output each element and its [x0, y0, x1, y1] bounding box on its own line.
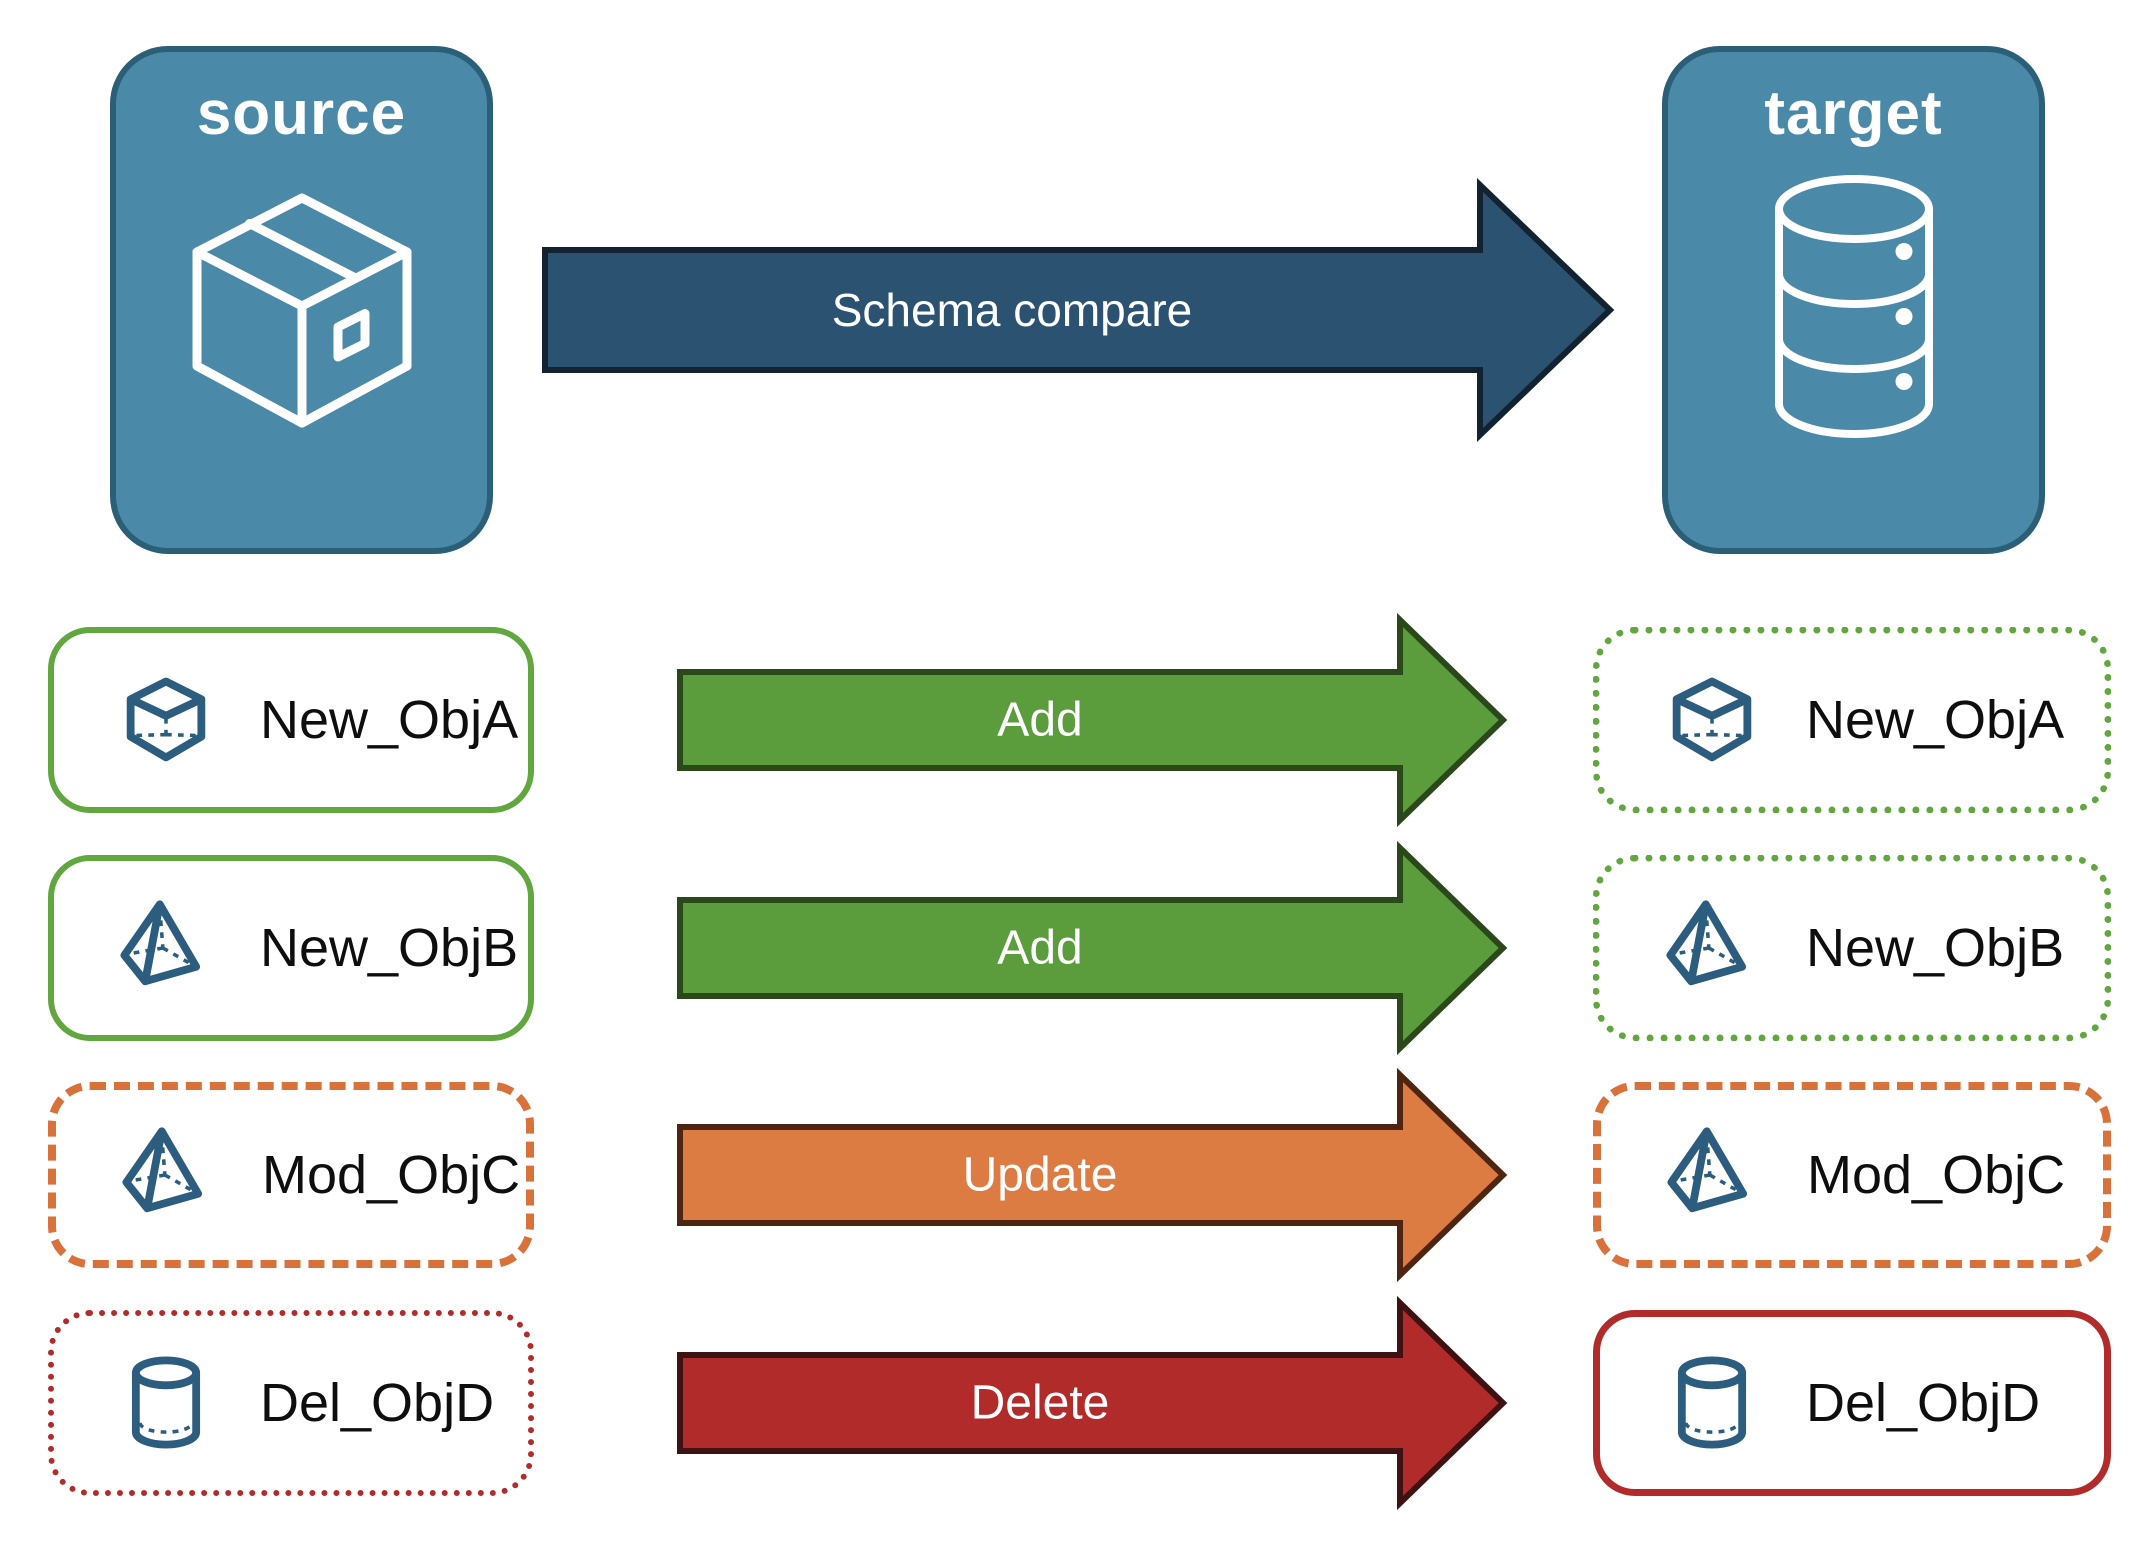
add-arrow-row-2: Add — [677, 840, 1508, 1056]
object-label: New_ObjB — [1806, 918, 2065, 978]
cube-icon — [114, 668, 218, 772]
schema-compare-label: Schema compare — [832, 284, 1193, 336]
target-node: target — [1662, 46, 2045, 554]
source-object-box-new-obja: New_ObjA — [48, 627, 534, 813]
add-arrow-shape — [677, 612, 1508, 828]
target-object-box-new-objb: New_ObjB — [1593, 855, 2111, 1041]
cylinder-icon — [114, 1351, 218, 1455]
update-arrow-row-3: Update — [677, 1067, 1508, 1283]
target-object-box-del-objd: Del_ObjD — [1593, 1310, 2111, 1496]
object-label: New_ObjA — [260, 690, 519, 750]
target-object-box-new-obja: New_ObjA — [1593, 627, 2111, 813]
pyramid-icon — [1661, 1123, 1765, 1227]
target-object-box-mod-objc: Mod_ObjC — [1593, 1082, 2111, 1268]
pyramid-icon — [116, 1123, 220, 1227]
pyramid-icon — [114, 896, 218, 1000]
update-arrow-shape — [677, 1067, 1508, 1283]
delete-arrow-row-4: Delete — [677, 1295, 1508, 1511]
schema-compare-arrow: Schema compare — [542, 177, 1615, 443]
package-box-icon — [192, 193, 411, 428]
pyramid-icon — [1660, 896, 1764, 1000]
update-arrow-label: Update — [963, 1149, 1118, 1202]
source-object-box-del-objd: Del_ObjD — [48, 1310, 534, 1496]
target-node-label: target — [1764, 79, 1943, 148]
source-object-box-new-objb: New_ObjB — [48, 855, 534, 1041]
add-arrow-label: Add — [997, 922, 1082, 975]
add-arrow-label: Add — [997, 694, 1082, 747]
source-node-label: source — [196, 79, 407, 148]
delete-arrow-label: Delete — [971, 1377, 1110, 1430]
object-label: New_ObjA — [1806, 690, 2065, 750]
object-label: Mod_ObjC — [262, 1145, 521, 1205]
database-icon — [1774, 175, 1933, 438]
source-node: source — [110, 46, 493, 554]
object-label: Del_ObjD — [1806, 1373, 2041, 1433]
schema-compare-arrow-shape — [542, 177, 1615, 443]
object-label: New_ObjB — [260, 918, 519, 978]
cylinder-icon — [1660, 1351, 1764, 1455]
cube-icon — [1660, 668, 1764, 772]
add-arrow-row-1: Add — [677, 612, 1508, 828]
delete-arrow-shape — [677, 1295, 1508, 1511]
source-object-box-mod-objc: Mod_ObjC — [48, 1082, 534, 1268]
add-arrow-shape — [677, 840, 1508, 1056]
object-label: Del_ObjD — [260, 1373, 495, 1433]
object-label: Mod_ObjC — [1807, 1145, 2066, 1205]
